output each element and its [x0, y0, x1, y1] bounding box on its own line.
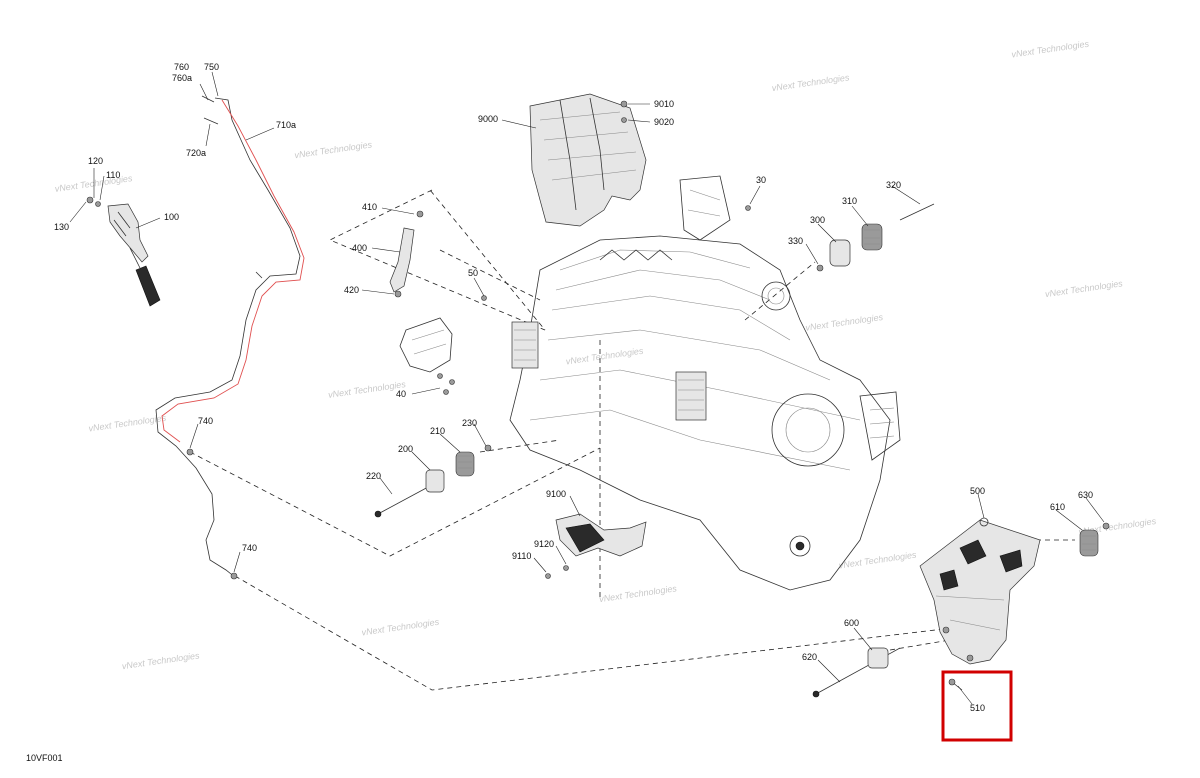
callout-610: 610 [1050, 502, 1065, 512]
wiring-harness [155, 95, 305, 580]
svg-text:vNext Technologies: vNext Technologies [1011, 39, 1090, 60]
callout-100: 100 [164, 212, 179, 222]
svg-text:vNext Technologies: vNext Technologies [771, 72, 850, 93]
callout-510: 510 [970, 703, 985, 713]
callout-620: 620 [802, 652, 817, 662]
watermark: vNext Technologies [1044, 278, 1123, 299]
callout-630: 630 [1078, 490, 1093, 500]
bracket-40 [399, 295, 487, 395]
callout-750: 750 [204, 62, 219, 72]
callout-320: 320 [886, 180, 901, 190]
watermark: vNext Technologies [327, 379, 406, 400]
callout-300: 300 [810, 215, 825, 225]
callout-9110: 9110 [512, 551, 531, 561]
engine-mount-right [745, 203, 935, 272]
svg-text:vNext Technologies: vNext Technologies [121, 650, 200, 671]
callout-200: 200 [398, 444, 413, 454]
heat-shield-9100 [545, 513, 647, 579]
accelerator-pedal-assembly [86, 196, 161, 307]
callout-600: 600 [844, 618, 859, 628]
callout-760: 760 [174, 62, 189, 72]
engine-mount-lower [812, 647, 901, 698]
svg-text:vNext Technologies: vNext Technologies [1044, 278, 1123, 299]
svg-text:vNext Technologies: vNext Technologies [599, 583, 678, 604]
watermark: vNext Technologies [294, 139, 373, 160]
watermark: vNext Technologies [1011, 39, 1090, 60]
svg-text:vNext Technologies: vNext Technologies [294, 139, 373, 160]
callout-410: 410 [362, 202, 377, 212]
callout-710a: 710a [276, 120, 296, 130]
watermark: vNext Technologies [805, 312, 884, 333]
callout-9010: 9010 [654, 99, 674, 109]
engine-block [509, 175, 901, 591]
svg-text:vNext Technologies: vNext Technologies [805, 312, 884, 333]
callout-210: 210 [430, 426, 445, 436]
engine-mount-left [374, 444, 492, 518]
callout-220: 220 [366, 471, 381, 481]
callout-9000: 9000 [478, 114, 498, 124]
leader-lines [69, 71, 1105, 705]
watermark: vNext Technologies [361, 617, 440, 638]
hose-400 [389, 210, 424, 298]
assembly-guide-lines [189, 189, 1075, 691]
callout-labels: 760 760a 750 710a 720a 120 110 130 100 7… [54, 62, 1093, 713]
callout-500: 500 [970, 486, 985, 496]
callout-310: 310 [842, 196, 857, 206]
callout-720a: 720a [186, 148, 206, 158]
svg-text:vNext Technologies: vNext Technologies [565, 346, 644, 367]
callout-740-upper: 740 [198, 416, 213, 426]
callout-30: 30 [756, 175, 766, 185]
callout-230: 230 [462, 418, 477, 428]
callout-9100: 9100 [546, 489, 566, 499]
callout-330: 330 [788, 236, 803, 246]
callout-760a: 760a [172, 73, 192, 83]
figure-code: 10VF001 [26, 753, 63, 763]
watermark: vNext Technologies [599, 583, 678, 604]
watermark: vNext Technologies [771, 72, 850, 93]
callout-50: 50 [468, 268, 478, 278]
engine-top-cover [529, 93, 647, 227]
highlight-box-510 [941, 670, 1013, 742]
callout-130: 130 [54, 222, 69, 232]
watermark: vNext Technologies [121, 650, 200, 671]
callout-400: 400 [352, 243, 367, 253]
callout-420: 420 [344, 285, 359, 295]
callout-120: 120 [88, 156, 103, 166]
callout-9020: 9020 [654, 117, 674, 127]
watermark: vNext Technologies [88, 413, 167, 434]
watermark: vNext Technologies [565, 346, 644, 367]
svg-text:vNext Technologies: vNext Technologies [327, 379, 406, 400]
svg-text:vNext Technologies: vNext Technologies [361, 617, 440, 638]
callout-110: 110 [106, 170, 120, 180]
callout-9120: 9120 [534, 539, 554, 549]
callout-40: 40 [396, 389, 406, 399]
callout-740-lower: 740 [242, 543, 257, 553]
svg-text:vNext Technologies: vNext Technologies [88, 413, 167, 434]
engine-support-bracket-500 [919, 517, 1110, 665]
